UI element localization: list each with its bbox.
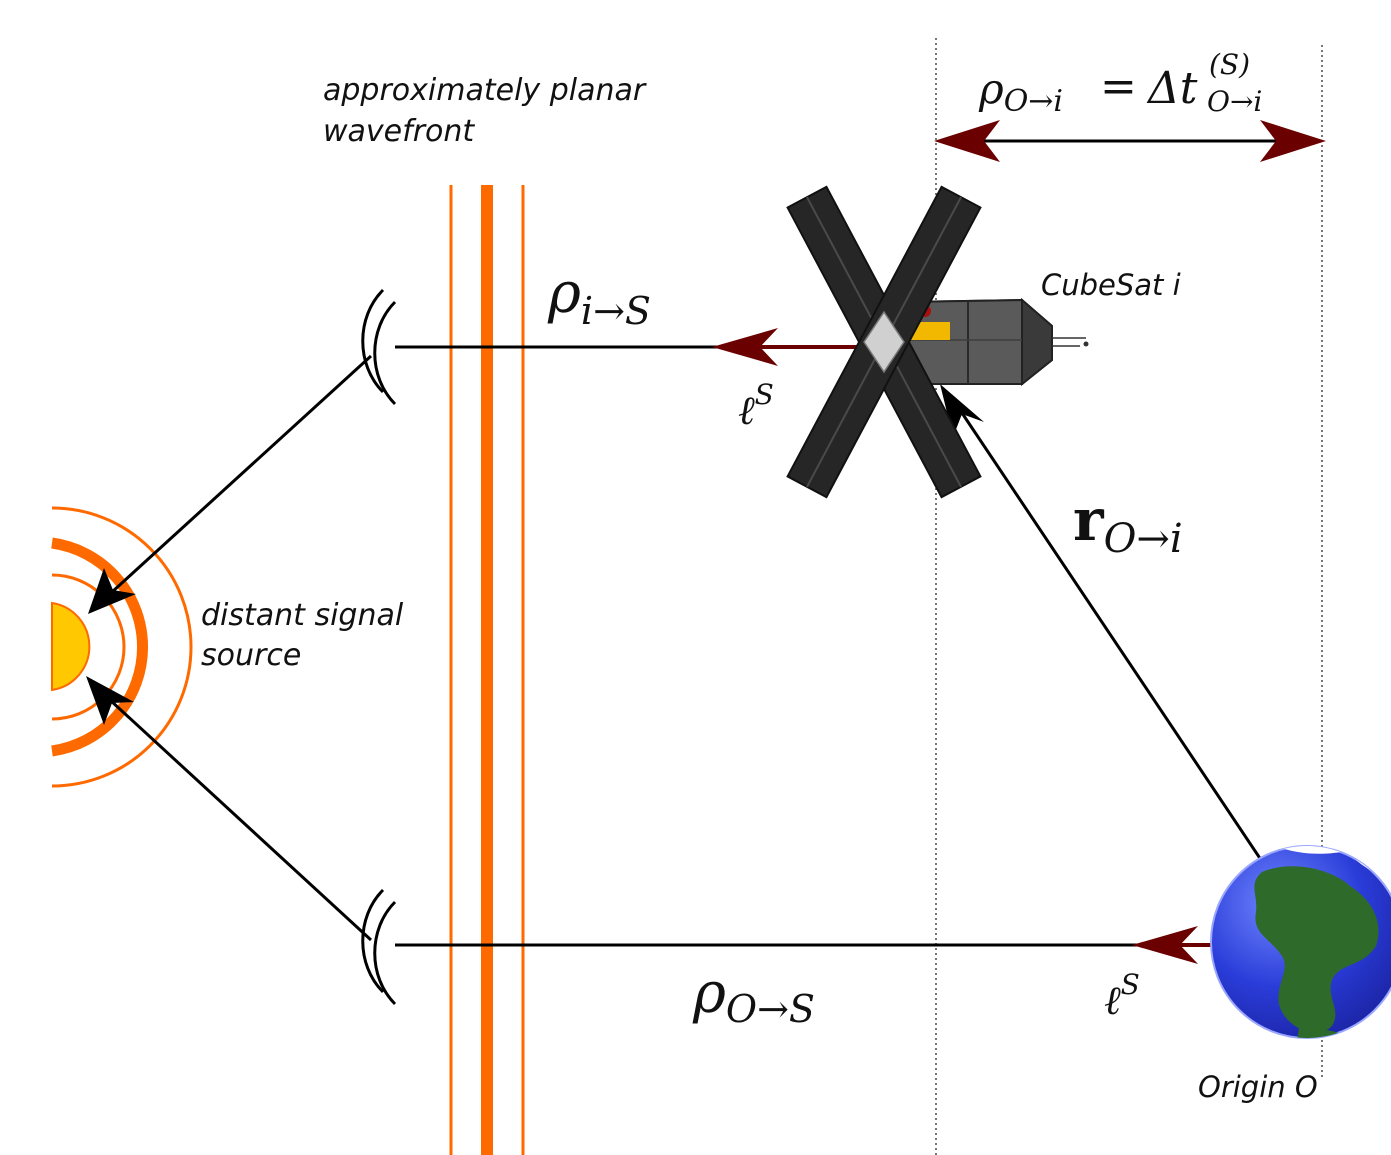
- svg-text:ρO→i: ρO→i: [978, 64, 1063, 119]
- wavefront-label-line2: wavefront: [323, 114, 475, 149]
- origin-label: Origin O: [1198, 1070, 1318, 1104]
- svg-text:O→i: O→i: [1207, 85, 1262, 118]
- direction-label-cubesat: ℓS: [738, 378, 774, 434]
- rho-cubesat-to-source: ρi→S: [547, 261, 651, 333]
- position-vector-label: rO→i: [1073, 486, 1183, 562]
- rho-origin-to-source: ρO→S: [692, 961, 815, 1031]
- direction-label-origin: ℓS: [1104, 968, 1140, 1024]
- svg-text:Δt: Δt: [1146, 63, 1198, 114]
- source-label-line1: distant signal: [201, 598, 404, 633]
- arrow-to-source-top: [88, 354, 373, 614]
- svg-text:=: =: [1100, 61, 1137, 112]
- direction-arrow-cubesat: [712, 328, 862, 366]
- cubesat-label: CubeSat i: [1041, 268, 1181, 302]
- arrow-to-source-bottom: [86, 676, 373, 942]
- signal-source-icon: [51, 506, 193, 788]
- source-label-line2: source: [201, 638, 301, 673]
- break-symbol-top: [361, 288, 397, 406]
- cubesat-icon: [786, 185, 1089, 499]
- break-symbol-bottom: [361, 888, 397, 1006]
- planar-wavefront: [449, 185, 525, 1155]
- wavefront-label-line1: approximately planar: [323, 73, 647, 108]
- svg-text:(S): (S): [1209, 48, 1250, 81]
- earth-icon: [1210, 845, 1391, 1039]
- baseline-double-arrow: [934, 120, 1326, 162]
- baseline-equation: ρO→i = Δt (S) O→i: [978, 48, 1262, 119]
